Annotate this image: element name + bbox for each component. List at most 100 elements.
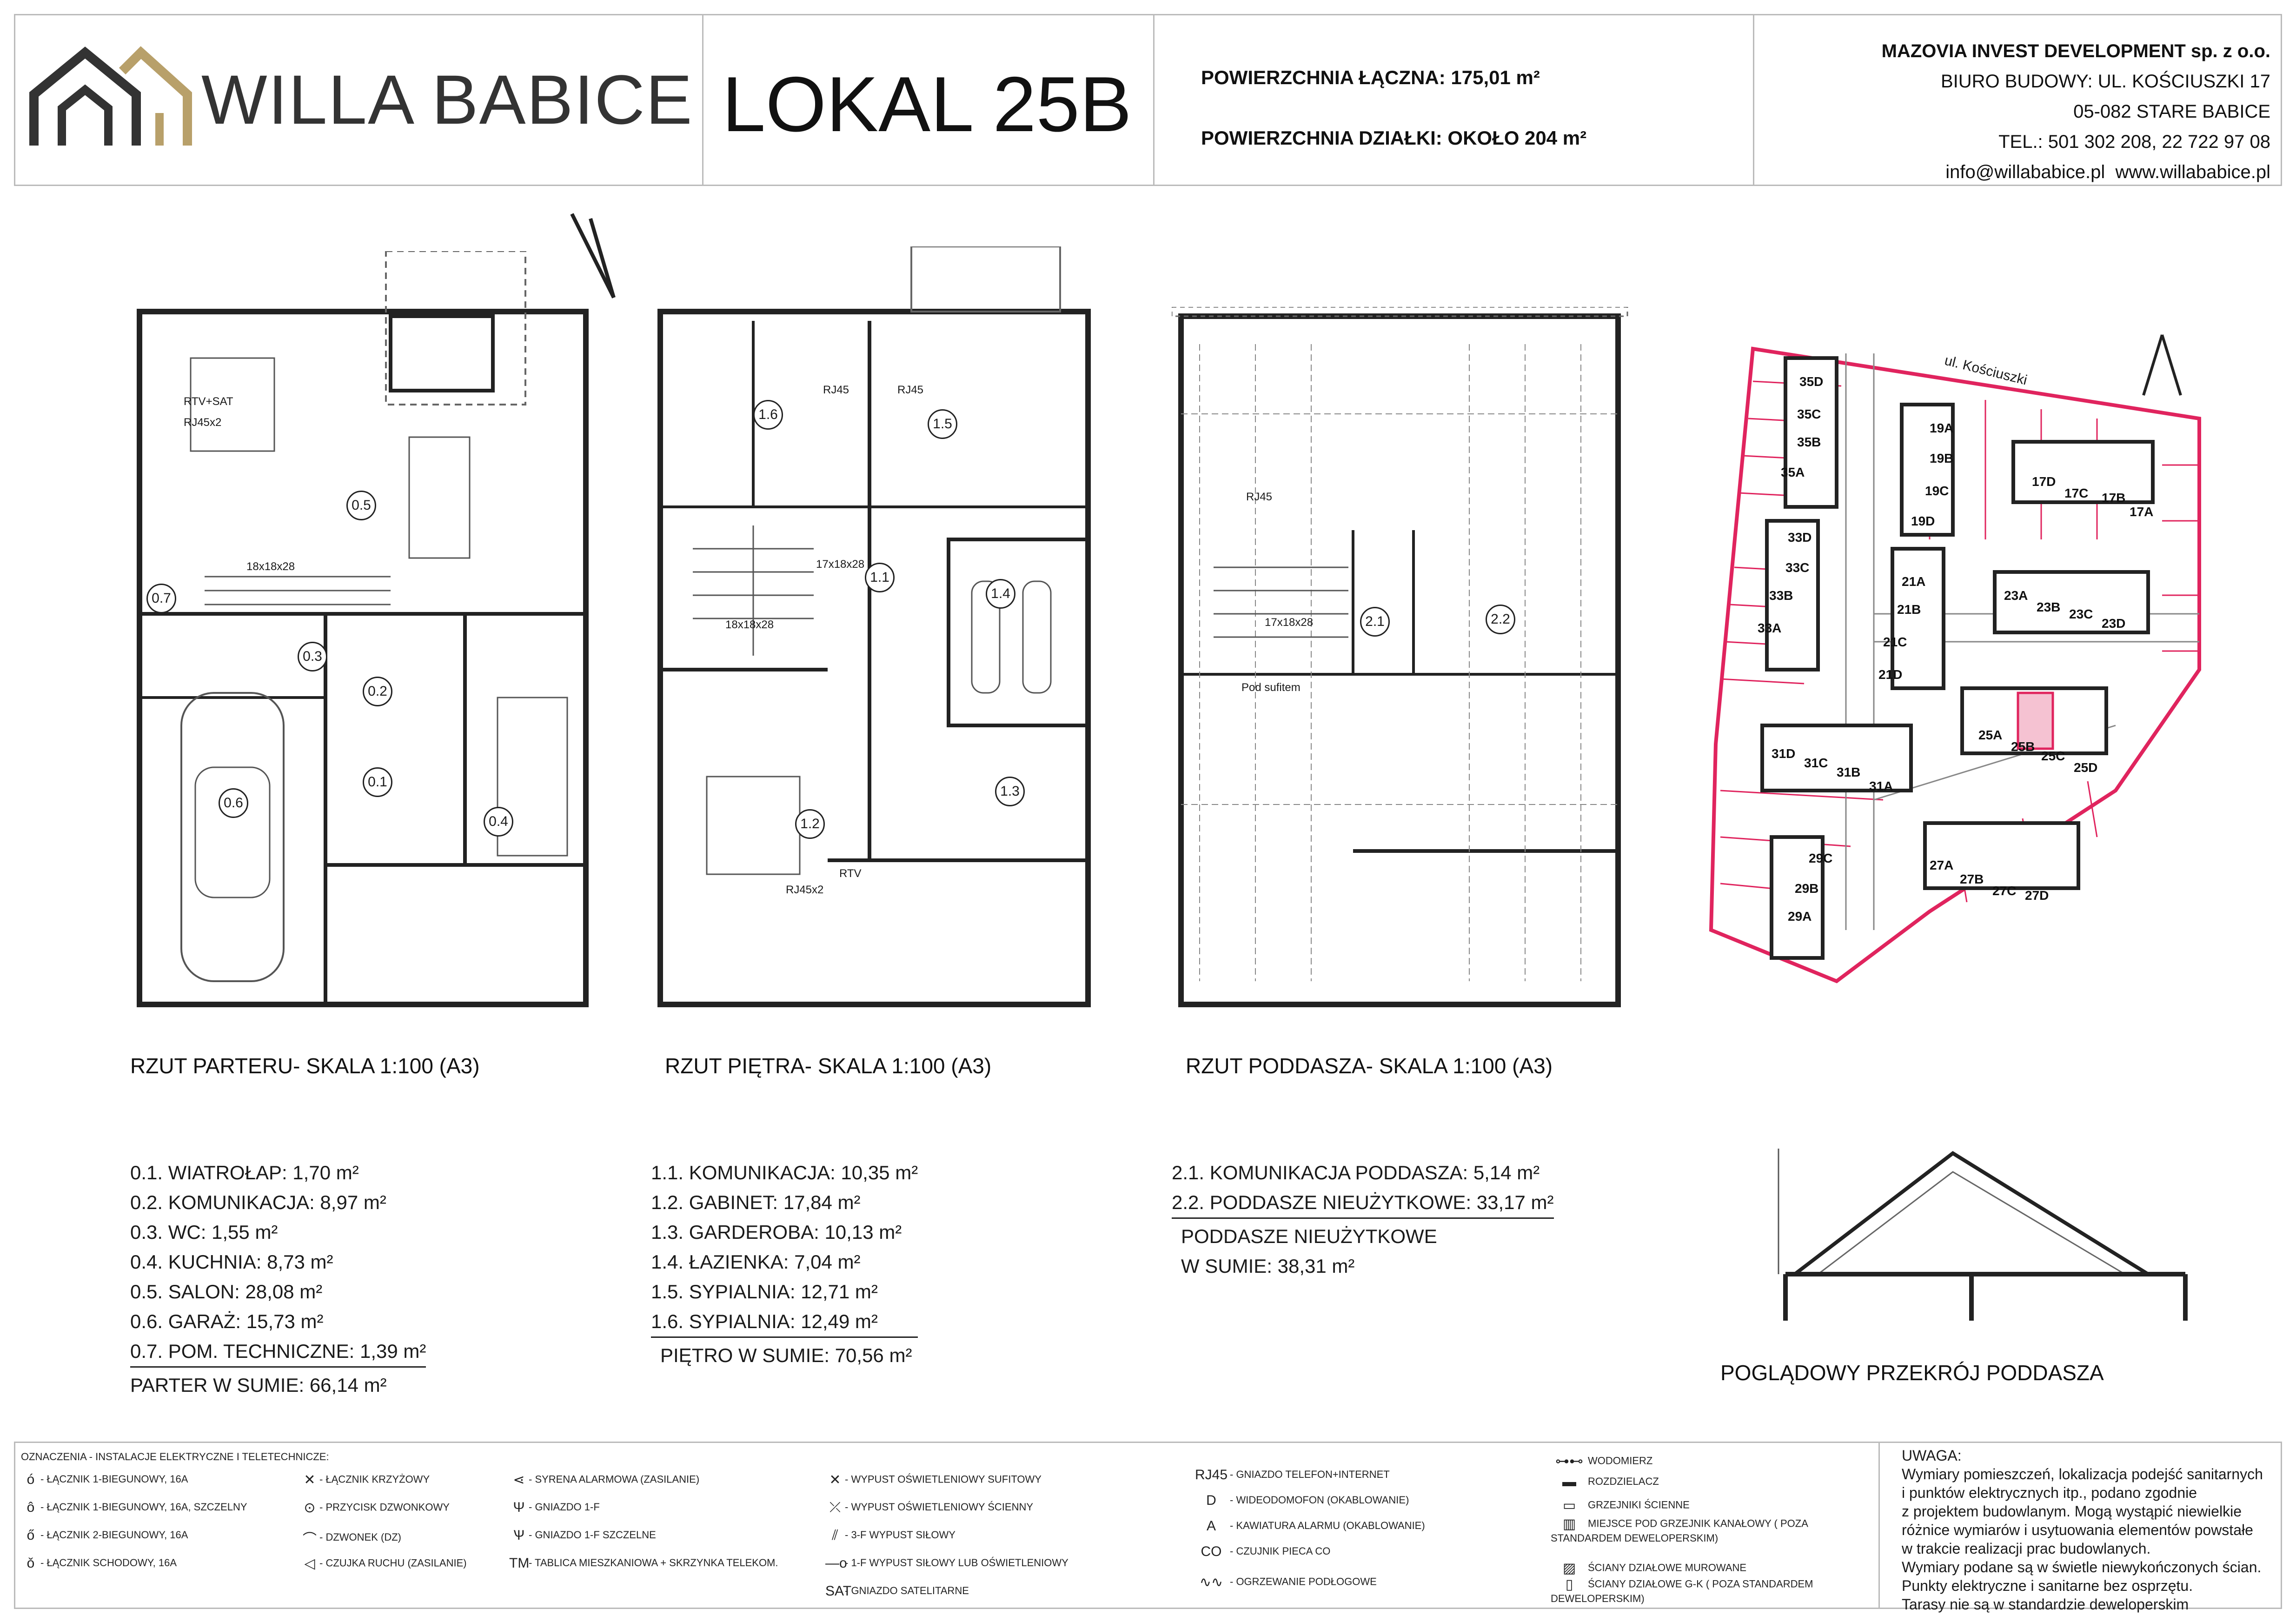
room-item: 0.1. WIATROŁAP: 1,70 m² xyxy=(130,1162,359,1183)
developer-name: MAZOVIA INVEST DEVELOPMENT sp. z o.o. xyxy=(1881,41,2270,61)
plot-label[interactable]: 31B xyxy=(1837,765,1861,779)
note-title: UWAGA: xyxy=(1902,1447,1962,1464)
plot-label[interactable]: 29B xyxy=(1795,881,1819,896)
plot-label[interactable]: 19A xyxy=(1930,421,1954,435)
plot-label[interactable]: 17B xyxy=(2102,491,2126,505)
brand-name: WILLA BABICE xyxy=(201,60,693,139)
plot-label[interactable]: 31D xyxy=(1772,746,1796,761)
plot-label[interactable]: 31A xyxy=(1869,779,1893,793)
plot-label[interactable]: 25D xyxy=(2074,760,2098,775)
plot-label[interactable]: 33C xyxy=(1785,560,1810,575)
legend-item: ⊙- PRZYCISK DZWONKOWY xyxy=(300,1500,449,1516)
legend-frame xyxy=(14,1442,2282,1609)
room-item: 2.1. KOMUNIKACJA PODDASZA: 5,14 m² xyxy=(1172,1162,1540,1183)
plot-label[interactable]: 25C xyxy=(2041,749,2065,763)
attic-total-2: W SUMIE: 38,31 m² xyxy=(1181,1255,1355,1277)
plot-label[interactable]: 23D xyxy=(2102,616,2126,631)
note-line: i punktów elektrycznych itp., podano zgo… xyxy=(1902,1484,2197,1501)
plot-label[interactable]: 19C xyxy=(1925,484,1949,498)
website-link[interactable]: www.willababice.pl xyxy=(2115,162,2270,182)
plot-label[interactable]: 17C xyxy=(2064,486,2089,500)
plot-label[interactable]: 19D xyxy=(1911,514,1935,528)
plot-label[interactable]: 27C xyxy=(1992,884,2017,898)
floor-rj-label-1: RJ45 xyxy=(823,384,849,396)
legend-item: ▨ŚCIANY DZIAŁOWE MUROWANE xyxy=(1551,1560,1746,1576)
room-marker-0-5: 0.5 xyxy=(346,491,376,520)
plot-label[interactable]: 35B xyxy=(1797,435,1821,449)
note-block: UWAGA: Wymiary pomieszczeń, lokalizacja … xyxy=(1902,1446,2274,1614)
room-marker-0-3: 0.3 xyxy=(298,642,327,671)
note-line: w trakcie realizacji prac budowlanych. xyxy=(1902,1540,2151,1557)
site-map xyxy=(1709,334,2201,984)
plot-label[interactable]: 35D xyxy=(1799,374,1824,389)
manifold-icon: ▬ xyxy=(1562,1474,1576,1489)
plot-label[interactable]: 33B xyxy=(1769,588,1793,603)
plot-label[interactable]: 25A xyxy=(1978,728,2003,742)
floor-room-list: 1.1. KOMUNIKACJA: 10,35 m² 1.2. GABINET:… xyxy=(651,1158,918,1370)
plot-label[interactable]: 29A xyxy=(1788,909,1812,924)
plot-label[interactable]: 21B xyxy=(1897,602,1921,617)
plot-label[interactable]: 23C xyxy=(2069,607,2093,621)
plot-label[interactable]: 29C xyxy=(1809,851,1833,865)
switch-stair-icon: ǒ xyxy=(27,1556,35,1571)
plot-label[interactable]: 25B xyxy=(2011,739,2035,754)
plot-label[interactable]: 27A xyxy=(1930,858,1954,872)
ground-rtv-label: RTV+SAT xyxy=(184,395,233,408)
floor-plan-title: RZUT PIĘTRA- SKALA 1:100 (A3) xyxy=(665,1054,992,1078)
plot-area: POWIERZCHNIA DZIAŁKI: OKOŁO 204 m² xyxy=(1201,127,1587,149)
masonry-wall-icon: ▨ xyxy=(1562,1561,1576,1576)
plot-label[interactable]: 33A xyxy=(1758,621,1782,635)
ground-room-list: 0.1. WIATROŁAP: 1,70 m² 0.2. KOMUNIKACJA… xyxy=(130,1158,426,1400)
legend-divider xyxy=(1878,1442,1880,1609)
plot-label[interactable]: 21A xyxy=(1902,574,1926,589)
room-marker-0-7: 0.7 xyxy=(146,584,176,613)
plot-label[interactable]: 33D xyxy=(1788,530,1812,545)
plot-label[interactable]: 27B xyxy=(1960,872,1984,886)
floor-rj-label-2: RJ45 xyxy=(897,384,924,396)
attic-section-drawing xyxy=(1778,1149,2188,1321)
plot-label[interactable]: 17D xyxy=(2032,474,2056,489)
video-intercom-icon: D xyxy=(1206,1493,1216,1508)
boiler-sensor-icon: CO xyxy=(1201,1544,1222,1559)
note-line: z projektem budowlanym. Mogą wystąpić ni… xyxy=(1902,1503,2242,1520)
ground-plan-title: RZUT PARTERU- SKALA 1:100 (A3) xyxy=(130,1054,480,1078)
email-link[interactable]: info@willababice.pl xyxy=(1945,162,2105,182)
legend-item: ▭GRZEJNIKI ŚCIENNE xyxy=(1551,1497,1690,1514)
legend-item: ⋖- SYRENA ALARMOWA (ZASILANIE) xyxy=(509,1472,699,1488)
legend-item: ő- ŁĄCZNIK 2-BIEGUNOWY, 16A xyxy=(21,1528,188,1543)
legend-item: ǒ- ŁĄCZNIK SCHODOWY, 16A xyxy=(21,1556,177,1571)
unit-title: LOKAL 25B xyxy=(722,60,1132,148)
plot-label[interactable]: 19B xyxy=(1930,451,1954,465)
legend-item: ô- ŁĄCZNIK 1-BIEGUNOWY, 16A, SZCZELNY xyxy=(21,1500,247,1516)
legend-item: ∿∿- OGRZEWANIE PODŁOGOWE xyxy=(1193,1574,1377,1590)
ground-stairs-label: 18x18x28 xyxy=(246,560,295,573)
room-item: 0.4. KUCHNIA: 8,73 m² xyxy=(130,1251,333,1273)
plot-label[interactable]: 35A xyxy=(1781,465,1805,479)
plot-label[interactable]: 23A xyxy=(2004,588,2028,603)
plot-label[interactable]: 17A xyxy=(2130,505,2154,519)
room-item: 0.5. SALON: 28,08 m² xyxy=(130,1281,323,1303)
plot-label[interactable]: 21D xyxy=(1878,667,1903,682)
first-floor-plan xyxy=(657,246,1091,1007)
attic-pod-label: Pod sufitem xyxy=(1241,681,1301,694)
socket-icon: Ψ xyxy=(513,1500,525,1515)
power-1f-icon: —o xyxy=(825,1556,847,1571)
legend-item: ▥MIEJSCE POD GRZEJNIK KANAŁOWY ( POZA ST… xyxy=(1551,1516,1808,1544)
office-city: 05-082 STARE BABICE xyxy=(2073,101,2270,122)
socket-sealed-icon: Ѱ xyxy=(513,1528,524,1543)
room-item: 1.5. SYPIALNIA: 12,71 m² xyxy=(651,1281,878,1303)
plot-label[interactable]: 27D xyxy=(2025,888,2049,903)
water-meter-icon: ⊶⊷ xyxy=(1555,1454,1583,1469)
drywall-icon: ▯ xyxy=(1565,1577,1573,1592)
ceiling-light-icon: ✕ xyxy=(829,1472,841,1488)
room-marker-1-1: 1.1 xyxy=(865,563,895,592)
legend-item: Ψ- GNIAZDO 1-F xyxy=(509,1500,599,1516)
plot-label[interactable]: 23B xyxy=(2037,600,2061,614)
floor-heating-icon: ∿∿ xyxy=(1199,1575,1223,1590)
plot-label[interactable]: 31C xyxy=(1804,756,1828,770)
north-arrow-icon xyxy=(570,213,616,299)
room-marker-1-3: 1.3 xyxy=(995,777,1025,806)
plot-label[interactable]: 35C xyxy=(1797,407,1821,421)
legend-item: TM- TABLICA MIESZKANIOWA + SKRZYNKA TELE… xyxy=(509,1556,778,1571)
plot-label[interactable]: 21C xyxy=(1883,635,1907,649)
